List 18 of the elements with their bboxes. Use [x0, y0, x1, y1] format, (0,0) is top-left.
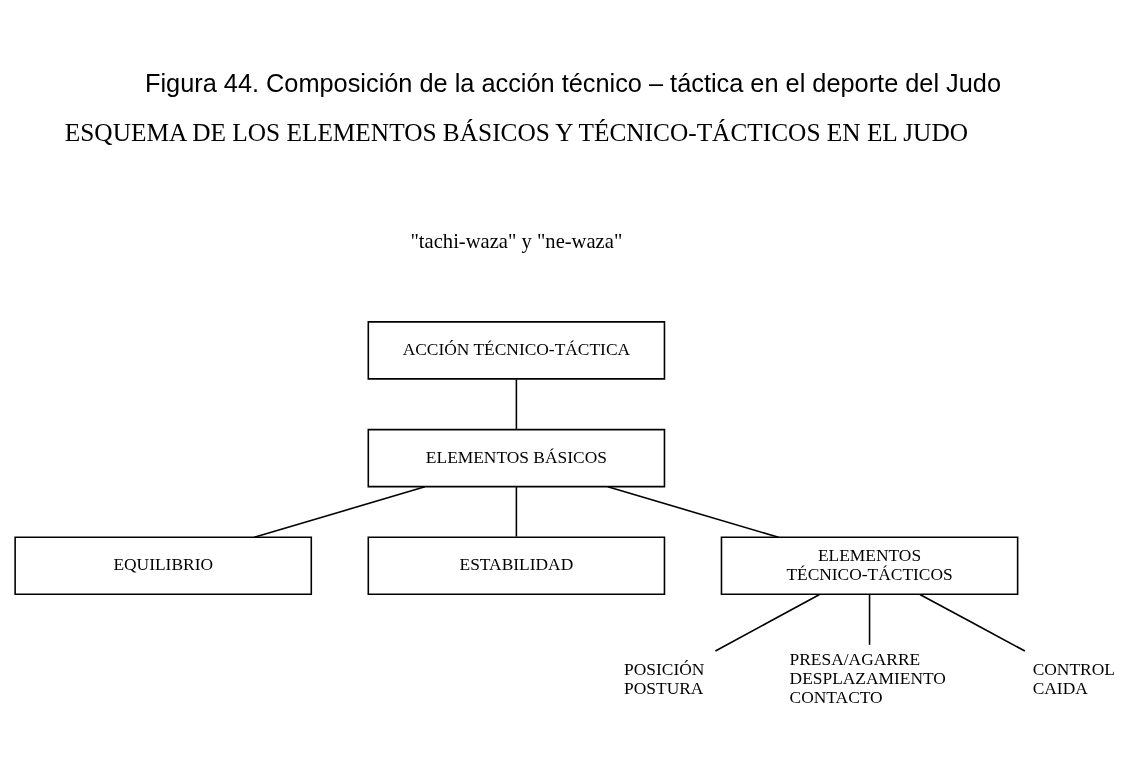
node-text: PRESA/AGARRE DESPLAZAMIENTO CONTACTO [789, 649, 946, 708]
label: "tachi-waza" y "ne-waza" [410, 230, 623, 253]
connector [515, 486, 518, 538]
node-text: CONTROL CAIDA [1032, 658, 1115, 698]
connector [868, 594, 871, 646]
node-box: ELEMENTOS TÉCNICO-TÁCTICOS [720, 536, 1019, 596]
connector [714, 593, 821, 652]
node-box: ACCIÓN TÉCNICO-TÁCTICA [367, 321, 666, 380]
connector [515, 378, 518, 430]
label: ESQUEMA DE LOS ELEMENTOS BÁSICOS Y TÉCNICO-TÁCTICOS EN EL JUDO [64, 118, 968, 147]
node-box: ELEMENTOS BÁSICOS [367, 428, 666, 488]
node-box: EQUILIBRIO [14, 536, 313, 596]
connector [253, 485, 426, 539]
node-box: ESTABILIDAD [367, 536, 666, 596]
connector [607, 485, 780, 539]
connector [919, 593, 1026, 652]
diagram-title: Figura 44. Composición de la acción técnico – táctica en el deporte del Judo [144, 68, 1002, 97]
node-text: POSICIÓN POSTURA [624, 658, 705, 698]
